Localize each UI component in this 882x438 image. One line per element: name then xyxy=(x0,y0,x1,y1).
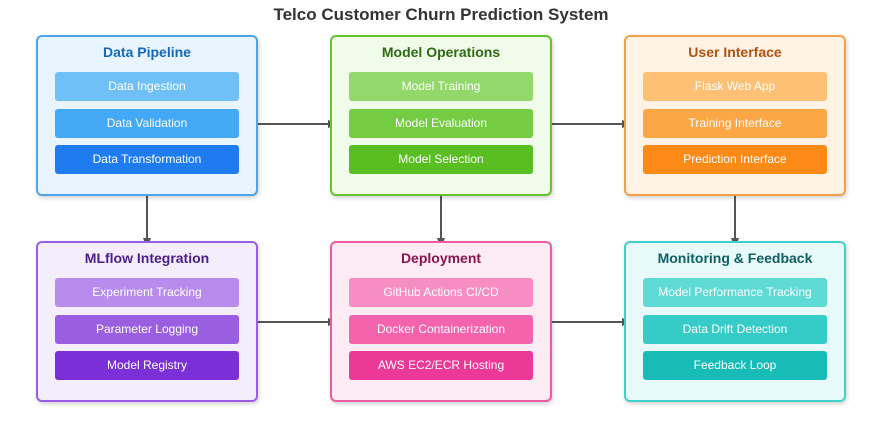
step-training-interface[interactable]: Training Interface xyxy=(643,109,827,138)
step-model-performance-tracking[interactable]: Model Performance Tracking xyxy=(643,278,827,307)
step-parameter-logging[interactable]: Parameter Logging xyxy=(55,315,239,344)
step-data-ingestion[interactable]: Data Ingestion xyxy=(55,72,239,101)
step-experiment-tracking[interactable]: Experiment Tracking xyxy=(55,278,239,307)
step-model-training[interactable]: Model Training xyxy=(349,72,533,101)
step-docker-containerization[interactable]: Docker Containerization xyxy=(349,315,533,344)
group-title-deployment: Deployment xyxy=(400,250,482,266)
step-data-transformation[interactable]: Data Transformation xyxy=(55,145,239,174)
step-data-validation[interactable]: Data Validation xyxy=(55,109,239,138)
diagram-title: Telco Customer Churn Prediction System xyxy=(273,5,609,24)
step-github-actions[interactable]: GitHub Actions CI/CD xyxy=(349,278,533,307)
group-model-operations: Model Operations Model Training Model Ev… xyxy=(330,35,552,196)
step-data-drift-detection[interactable]: Data Drift Detection xyxy=(643,315,827,344)
group-title-user-interface: User Interface xyxy=(688,44,782,60)
group-title-mlflow-integration: MLflow Integration xyxy=(84,250,210,266)
group-user-interface: User Interface Flask Web App Training In… xyxy=(624,35,846,196)
step-feedback-loop[interactable]: Feedback Loop xyxy=(643,351,827,380)
step-model-selection[interactable]: Model Selection xyxy=(349,145,533,174)
group-title-model-operations: Model Operations xyxy=(381,44,501,60)
group-monitoring-feedback: Monitoring & Feedback Model Performance … xyxy=(624,241,846,402)
group-data-pipeline: Data Pipeline Data Ingestion Data Valida… xyxy=(36,35,258,196)
step-model-evaluation[interactable]: Model Evaluation xyxy=(349,109,533,138)
group-deployment: Deployment GitHub Actions CI/CD Docker C… xyxy=(330,241,552,402)
group-title-monitoring-feedback: Monitoring & Feedback xyxy=(657,250,813,266)
step-model-registry[interactable]: Model Registry xyxy=(55,351,239,380)
group-title-data-pipeline: Data Pipeline xyxy=(103,44,191,60)
step-prediction-interface[interactable]: Prediction Interface xyxy=(643,145,827,174)
step-aws-hosting[interactable]: AWS EC2/ECR Hosting xyxy=(349,351,533,380)
group-mlflow-integration: MLflow Integration Experiment Tracking P… xyxy=(36,241,258,402)
step-flask-web-app[interactable]: Flask Web App xyxy=(643,72,827,101)
